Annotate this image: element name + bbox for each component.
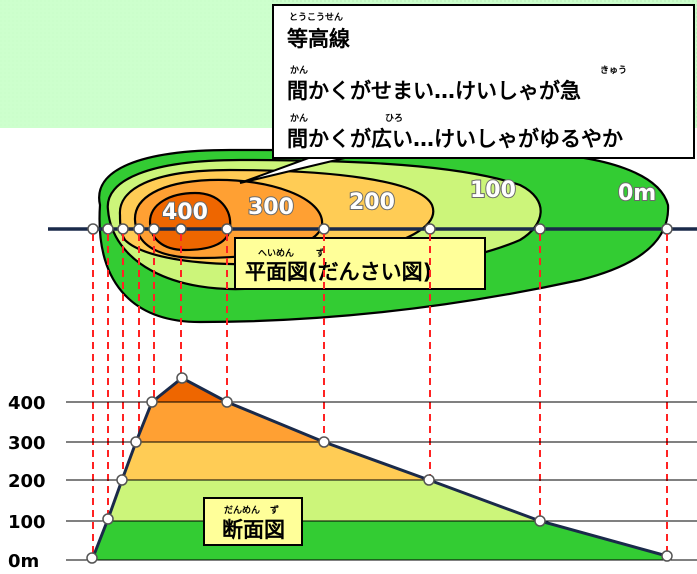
section-view-ruby-zu: ず	[270, 504, 279, 516]
callout-box	[272, 4, 695, 159]
section-points	[87, 223, 673, 235]
contour-label-400: 400	[162, 200, 208, 225]
elevation-axis: 400 300 200 100 0m	[8, 393, 46, 572]
section-point	[87, 223, 99, 235]
plan-view-label: へいめん ず 平面図(だんさい図)	[234, 237, 486, 290]
band-0-100	[92, 521, 667, 560]
contour-label-0m: 0m	[618, 181, 656, 206]
section-point	[102, 223, 114, 235]
profile-point	[146, 396, 158, 408]
band-100-200	[92, 480, 667, 521]
plan-view-ruby-heimen: へいめん	[258, 248, 294, 259]
section-point	[175, 223, 187, 235]
callout-line-1: 等高線	[287, 27, 350, 51]
callout-ruby-3-hiro: ひろ	[385, 113, 403, 124]
profile-point	[102, 513, 114, 525]
callout-ruby-2-kyuu: きゅう	[600, 65, 627, 76]
callout-pointer-cover	[326, 150, 369, 157]
callout-ruby-2-kan: かん	[290, 65, 308, 76]
callout-ruby-3-kan: かん	[290, 113, 308, 124]
contour-callout: とうこうせん 等高線 かん きゅう 間かくがせまい…けいしゃが急 かん ひろ 間…	[239, 4, 695, 184]
section-view-title: 断面図	[222, 518, 285, 542]
profile-point	[534, 515, 546, 527]
section-point	[424, 223, 436, 235]
axis-label-0m: 0m	[8, 551, 39, 572]
callout-line-3: 間かくが広い…けいしゃがゆるやか	[287, 127, 623, 151]
section-point	[661, 223, 673, 235]
axis-label-400: 400	[8, 393, 46, 414]
axis-label-300: 300	[8, 433, 46, 454]
section-view-label: だんめん ず 断面図	[203, 497, 303, 546]
contour-label-100: 100	[470, 178, 516, 203]
profile-point	[116, 474, 128, 486]
section-point	[221, 223, 233, 235]
section-point	[318, 223, 330, 235]
profile-point	[423, 474, 435, 486]
callout-ruby-1: とうこうせん	[289, 12, 343, 23]
band-400-peak	[92, 378, 667, 402]
contour-map	[98, 148, 670, 324]
section-view-box	[203, 497, 303, 546]
axis-label-200: 200	[8, 471, 46, 492]
callout-line-2: 間かくがせまい…けいしゃが急	[287, 79, 581, 103]
plan-view-box	[234, 237, 486, 290]
section-point	[117, 223, 129, 235]
cross-section	[66, 372, 697, 564]
section-view-ruby-danmen: だんめん	[224, 505, 260, 516]
elevation-gridlines	[66, 401, 697, 561]
profile-point	[130, 436, 142, 448]
profile-point	[318, 436, 330, 448]
section-point	[534, 223, 546, 235]
profile-point	[176, 372, 188, 384]
profile-points	[86, 372, 673, 564]
plan-view-ruby-zu: ず	[316, 247, 325, 259]
projection-lines	[92, 234, 668, 560]
header-band-fill	[0, 0, 270, 128]
contour-label-200: 200	[349, 190, 395, 215]
profile-point	[86, 552, 98, 564]
profile-point	[661, 550, 673, 562]
plan-view-title: 平面図(だんさい図)	[245, 260, 432, 284]
axis-label-100: 100	[8, 512, 46, 533]
band-300-400	[92, 402, 667, 442]
section-point	[148, 223, 160, 235]
profile-point	[221, 396, 233, 408]
contour-label-300: 300	[248, 195, 294, 220]
section-point	[133, 223, 145, 235]
